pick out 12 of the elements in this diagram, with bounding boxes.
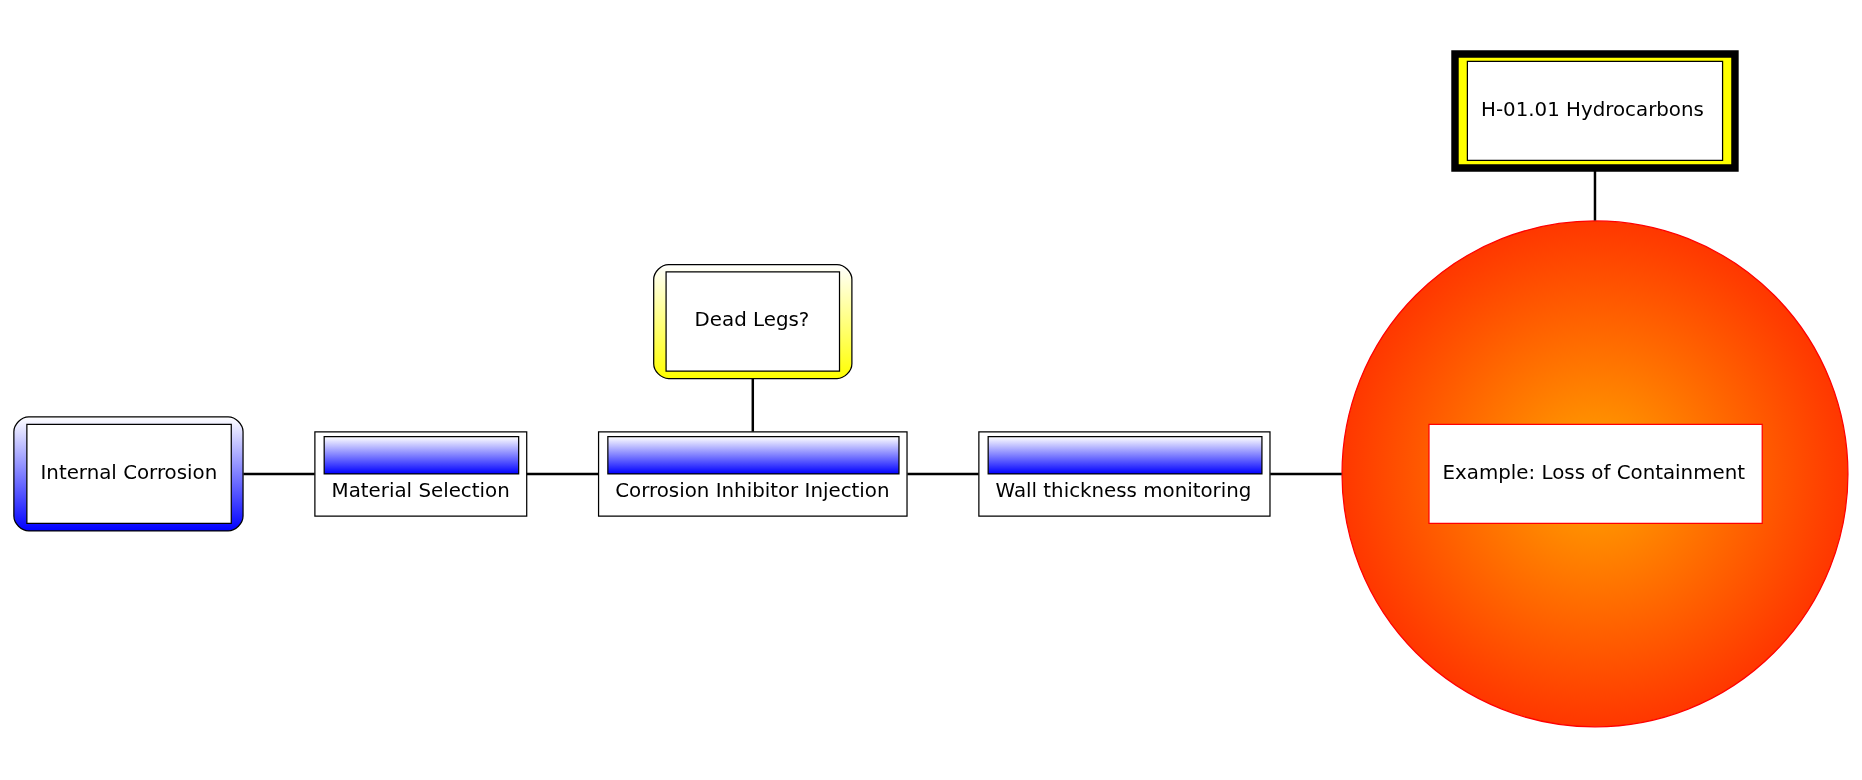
node-box: Internal Corrosion [13,415,244,531]
node-box: Dead Legs? [653,263,853,379]
node-circle: Example: Loss of Containment [1341,219,1849,727]
node-box: Material Selection [314,430,528,517]
connector [243,472,315,475]
connector [526,472,599,475]
connector [907,472,979,475]
connector [751,378,755,432]
connector [1270,472,1342,475]
node-box: H-01.01 Hydrocarbons [1451,49,1739,172]
node-box: Wall thickness monitoring [978,430,1271,517]
node-box: Corrosion Inhibitor Injection [597,430,908,517]
